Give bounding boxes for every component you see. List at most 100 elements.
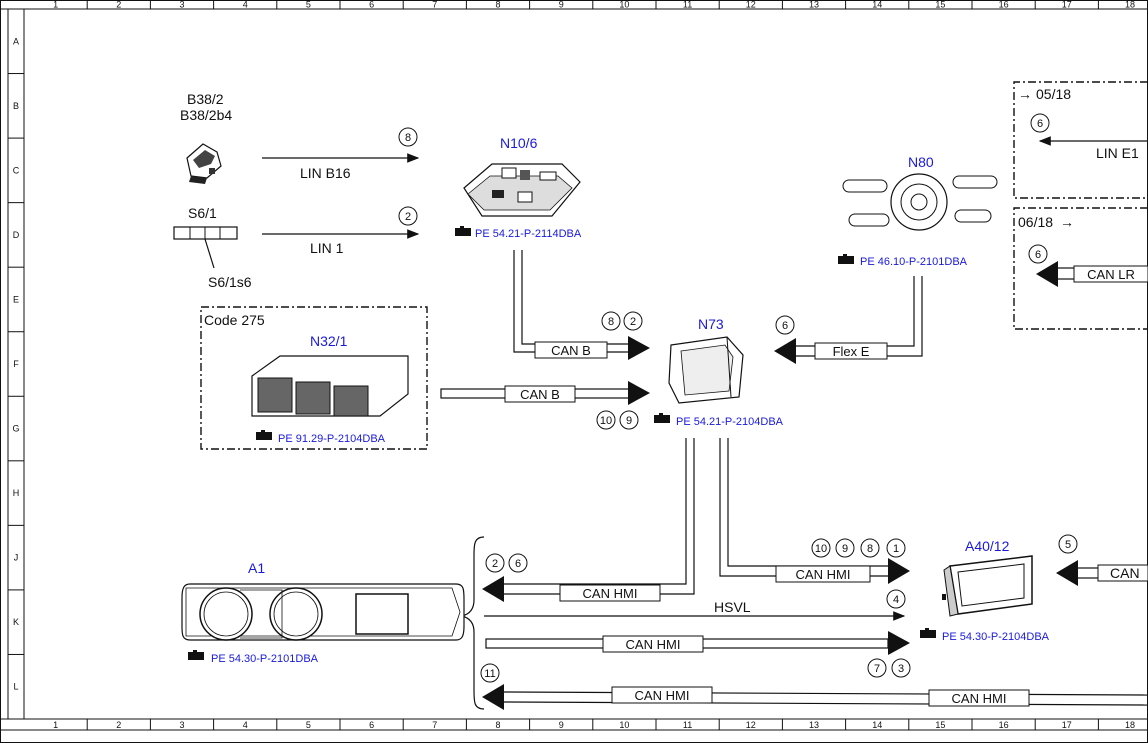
svg-text:4: 4 [893,594,899,606]
grid-row-label: E [13,294,19,304]
marker-6: 6 [1028,244,1048,264]
a4012-ref: PE 54.30-P-2104DBA [942,631,1050,643]
marker-9: 9 [619,410,639,430]
b38-sub-label: B38/2b4 [180,107,232,123]
grid-column-label: 18 [1125,0,1135,10]
svg-text:8: 8 [608,316,614,328]
signal-hsvl: HSVL 4 [484,589,906,621]
gateway-module-icon [668,336,744,404]
side-box-bottom-date: 06/18 [1018,214,1053,230]
grid-column-label: 17 [1062,0,1072,10]
a1-label: A1 [248,560,265,576]
svg-text:8: 8 [867,543,873,555]
grid-column-label: 3 [179,0,184,10]
svg-text:2: 2 [492,558,498,570]
svg-text:→: → [1060,214,1074,230]
grid-column-label: 11 [683,0,692,10]
marker-6: 6 [508,553,528,573]
display-screen-icon [942,555,1033,617]
grid-column-label: 16 [999,720,1009,730]
reference-hand-icon [920,628,936,638]
grid-row-label: L [13,682,18,692]
grid-row-label: D [13,230,20,240]
marker-2: 2 [398,206,418,226]
grid-column-label: 2 [116,0,121,10]
marker-4: 4 [886,589,906,609]
grid-column-label: 12 [746,0,756,10]
marker-8: 8 [601,311,621,331]
n73-ref: PE 54.21-P-2104DBA [676,416,784,428]
n80-label: N80 [908,154,934,170]
grid-column-label: 4 [243,0,248,10]
grid-row-label: J [14,553,19,563]
can-hmi-middle-label: CAN HMI [626,637,681,652]
grid-row-label: K [13,617,19,627]
s61-sub-label: S6/1s6 [208,274,252,290]
signal-flex-e: Flex E 6 [774,276,923,364]
reference-hand-icon [256,430,272,440]
grid-column-label: 1 [53,720,58,730]
grid-column-label: 6 [369,0,374,10]
marker-1: 1 [886,538,906,558]
marker-8: 8 [398,127,418,147]
n106-label: N10/6 [500,135,538,151]
grid-row-label: B [13,101,19,111]
component-n10-6: N10/6 PE 54.21-P-2114DBA [455,135,582,240]
n80-ref: PE 46.10-P-2101DBA [860,256,968,268]
can-hmi-bottom-label-1: CAN HMI [635,688,690,703]
marker-2: 2 [623,311,643,331]
grid-column-label: 16 [999,0,1009,10]
grid-column-label: 7 [432,720,437,730]
grid-column-labels: 1122334455667788991010111112121313141415… [53,0,1135,730]
svg-text:5: 5 [1065,539,1071,551]
grid-column-label: 9 [559,0,564,10]
grid-column-label: 12 [746,720,756,730]
svg-text:8: 8 [405,132,411,144]
side-box-06-18: 06/18 → 6 CAN LR [1013,207,1148,330]
side-box-05-18: → 05/18 6 LIN E1 [1013,81,1148,199]
svg-text:10: 10 [600,415,612,427]
module-connector-icon [251,355,409,417]
lin-e1-label: LIN E1 [1096,145,1139,161]
svg-text:→: → [1018,86,1032,102]
marker-6: 6 [1030,113,1050,133]
signal-can-hmi-right: CAN HMI 10 9 8 1 [719,438,910,584]
svg-text:9: 9 [626,415,632,427]
steering-column-module-icon [842,173,998,231]
marker-6: 6 [775,315,795,335]
grid-column-label: 6 [369,720,374,730]
grid-row-label: C [13,165,20,175]
component-n32-1: Code 275 N32/1 PE 91.29-P-2104DBA [200,306,428,450]
svg-text:6: 6 [1037,118,1043,130]
grid-column-label: 14 [872,0,882,10]
can-hmi-bottom-label-2: CAN HMI [952,691,1007,706]
grid-column-label: 8 [495,720,500,730]
grid-column-label: 7 [432,0,437,10]
a4012-label: A40/12 [965,538,1010,554]
component-a1: A1 PE 54.30-P-2101DBA [181,560,465,665]
svg-text:7: 7 [874,663,880,675]
marker-7: 7 [867,658,887,678]
lin-b16-label: LIN B16 [300,165,351,181]
marker-3: 3 [891,658,911,678]
grid-row-label: F [13,359,19,369]
grid-column-label: 3 [179,720,184,730]
grid-column-label: 5 [306,720,311,730]
svg-text:2: 2 [405,211,411,223]
s61-label: S6/1 [188,205,217,221]
signal-can-b-lower: CAN B 10 9 [440,381,650,430]
signal-can-hmi-bottom: CAN HMI CAN HMI 11 [480,663,1148,710]
svg-text:10: 10 [815,543,827,555]
marker-10: 10 [811,538,831,558]
svg-text:6: 6 [1035,249,1041,261]
a1-ref: PE 54.30-P-2101DBA [211,653,319,665]
component-s6-1: S6/1 S6/1s6 [173,205,252,290]
grid-column-label: 11 [683,720,692,730]
svg-text:11: 11 [484,668,495,680]
grid-column-label: 14 [872,720,882,730]
n73-label: N73 [698,316,724,332]
signal-can-right: CAN 5 [1056,534,1148,586]
grid-row-label: G [12,424,19,434]
n106-ref: PE 54.21-P-2114DBA [475,228,582,240]
